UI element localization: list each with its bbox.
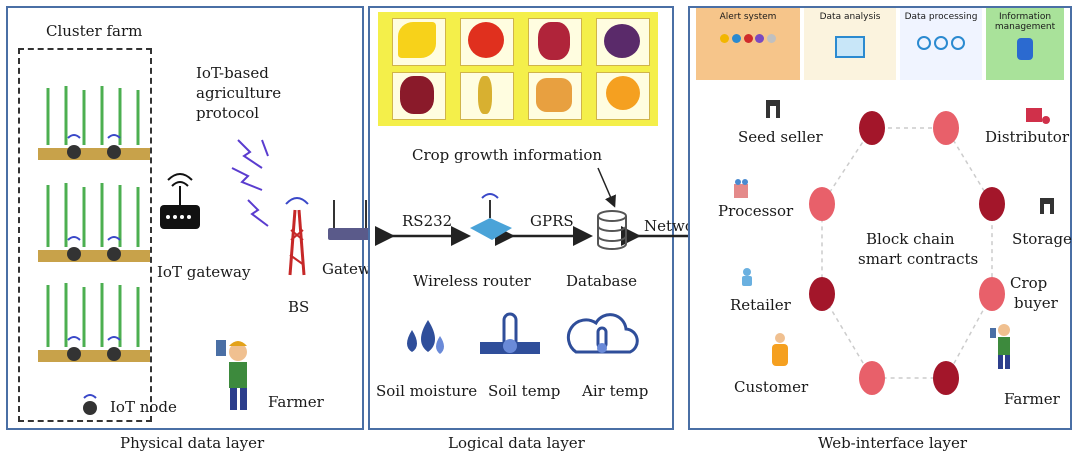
tomato-icon (468, 22, 504, 58)
blockchain-label-2: smart contracts (858, 250, 979, 268)
iot-gateway-label: IoT gateway (157, 263, 251, 281)
logical-layer-caption: Logical data layer (448, 434, 585, 452)
iot-node-label: IoT node (110, 398, 177, 416)
rs232-label: RS232 (402, 212, 453, 230)
soil-temp-label: Soil temp (488, 382, 561, 400)
gprs-label: GPRS (530, 212, 574, 230)
crop-row-3 (38, 283, 150, 362)
tab-data-processing[interactable]: Data processing (900, 8, 982, 80)
alert-icons (696, 34, 800, 46)
wireless-signal-icon (231, 139, 269, 227)
wheat-icon (478, 76, 492, 114)
node-7 (809, 277, 835, 311)
soil-temp-icon (480, 312, 540, 354)
orange-icon (606, 76, 640, 110)
storage-label: Storage (1012, 230, 1072, 248)
protocol-label-1: IoT-based (196, 64, 269, 82)
processor-icon (734, 179, 748, 198)
soil-moisture-label: Soil moisture (376, 382, 478, 400)
crop-row-2 (38, 183, 150, 262)
information-management-icon (1017, 38, 1033, 60)
node-8 (809, 187, 835, 221)
distributor-label: Distributor (985, 128, 1070, 146)
node-6 (859, 361, 885, 395)
retailer-label: Retailer (730, 296, 791, 314)
peanut-icon (536, 78, 572, 112)
database-label: Database (566, 272, 638, 290)
node-2 (933, 111, 959, 145)
blockchain-label-1: Block chain (866, 230, 955, 248)
air-temp-label: Air temp (582, 382, 649, 400)
tab-alert-system[interactable]: Alert system (696, 8, 800, 80)
data-processing-icon (900, 36, 982, 53)
tab-data-analysis[interactable]: Data analysis (804, 8, 896, 80)
farmer-label: Farmer (268, 393, 324, 411)
crop-buyer-label-2: buyer (1014, 294, 1058, 312)
soil-moisture-icon (407, 320, 444, 354)
gateway-device-icon (328, 200, 374, 240)
node-4 (979, 277, 1005, 311)
database-icon (597, 210, 627, 250)
node-5 (933, 361, 959, 395)
grape-icon (538, 22, 570, 60)
crop-info-arrow (597, 167, 616, 208)
berry-icon (400, 76, 434, 114)
data-analysis-icon (835, 36, 865, 58)
wireless-router-icon (470, 193, 512, 240)
eggplant-icon (604, 24, 640, 58)
iot-node-icon (83, 394, 97, 415)
storage-icon (1040, 198, 1054, 214)
node-1 (859, 111, 885, 145)
banana-icon (398, 22, 436, 58)
bs-tower-icon (285, 197, 309, 276)
wireless-router-label: Wireless router (413, 272, 531, 290)
cluster-farm-label: Cluster farm (46, 22, 143, 40)
distributor-icon (1026, 108, 1050, 124)
cluster-farm-box (18, 48, 152, 422)
protocol-label-3: protocol (196, 104, 260, 122)
farmer-icon (216, 340, 247, 410)
customer-icon (772, 333, 788, 366)
air-temp-icon (566, 313, 639, 354)
retailer-icon (742, 268, 752, 286)
processor-label: Processor (718, 202, 794, 220)
customer-label: Customer (734, 378, 809, 396)
farmer-web-icon (990, 324, 1010, 369)
seed-seller-label: Seed seller (738, 128, 823, 146)
farmer-web-label: Farmer (1004, 390, 1060, 408)
protocol-label-2: agriculture (196, 84, 282, 102)
web-layer-caption: Web-interface layer (818, 434, 968, 452)
node-3 (979, 187, 1005, 221)
crop-buyer-label-1: Crop (1010, 274, 1048, 292)
bs-label: BS (288, 298, 310, 316)
crop-growth-label: Crop growth information (412, 146, 603, 164)
crop-row-1 (38, 86, 150, 160)
physical-layer-caption: Physical data layer (120, 434, 265, 452)
seed-seller-icon (766, 100, 780, 118)
tab-information-management[interactable]: Information management (986, 8, 1064, 80)
iot-gateway-icon (160, 173, 200, 229)
